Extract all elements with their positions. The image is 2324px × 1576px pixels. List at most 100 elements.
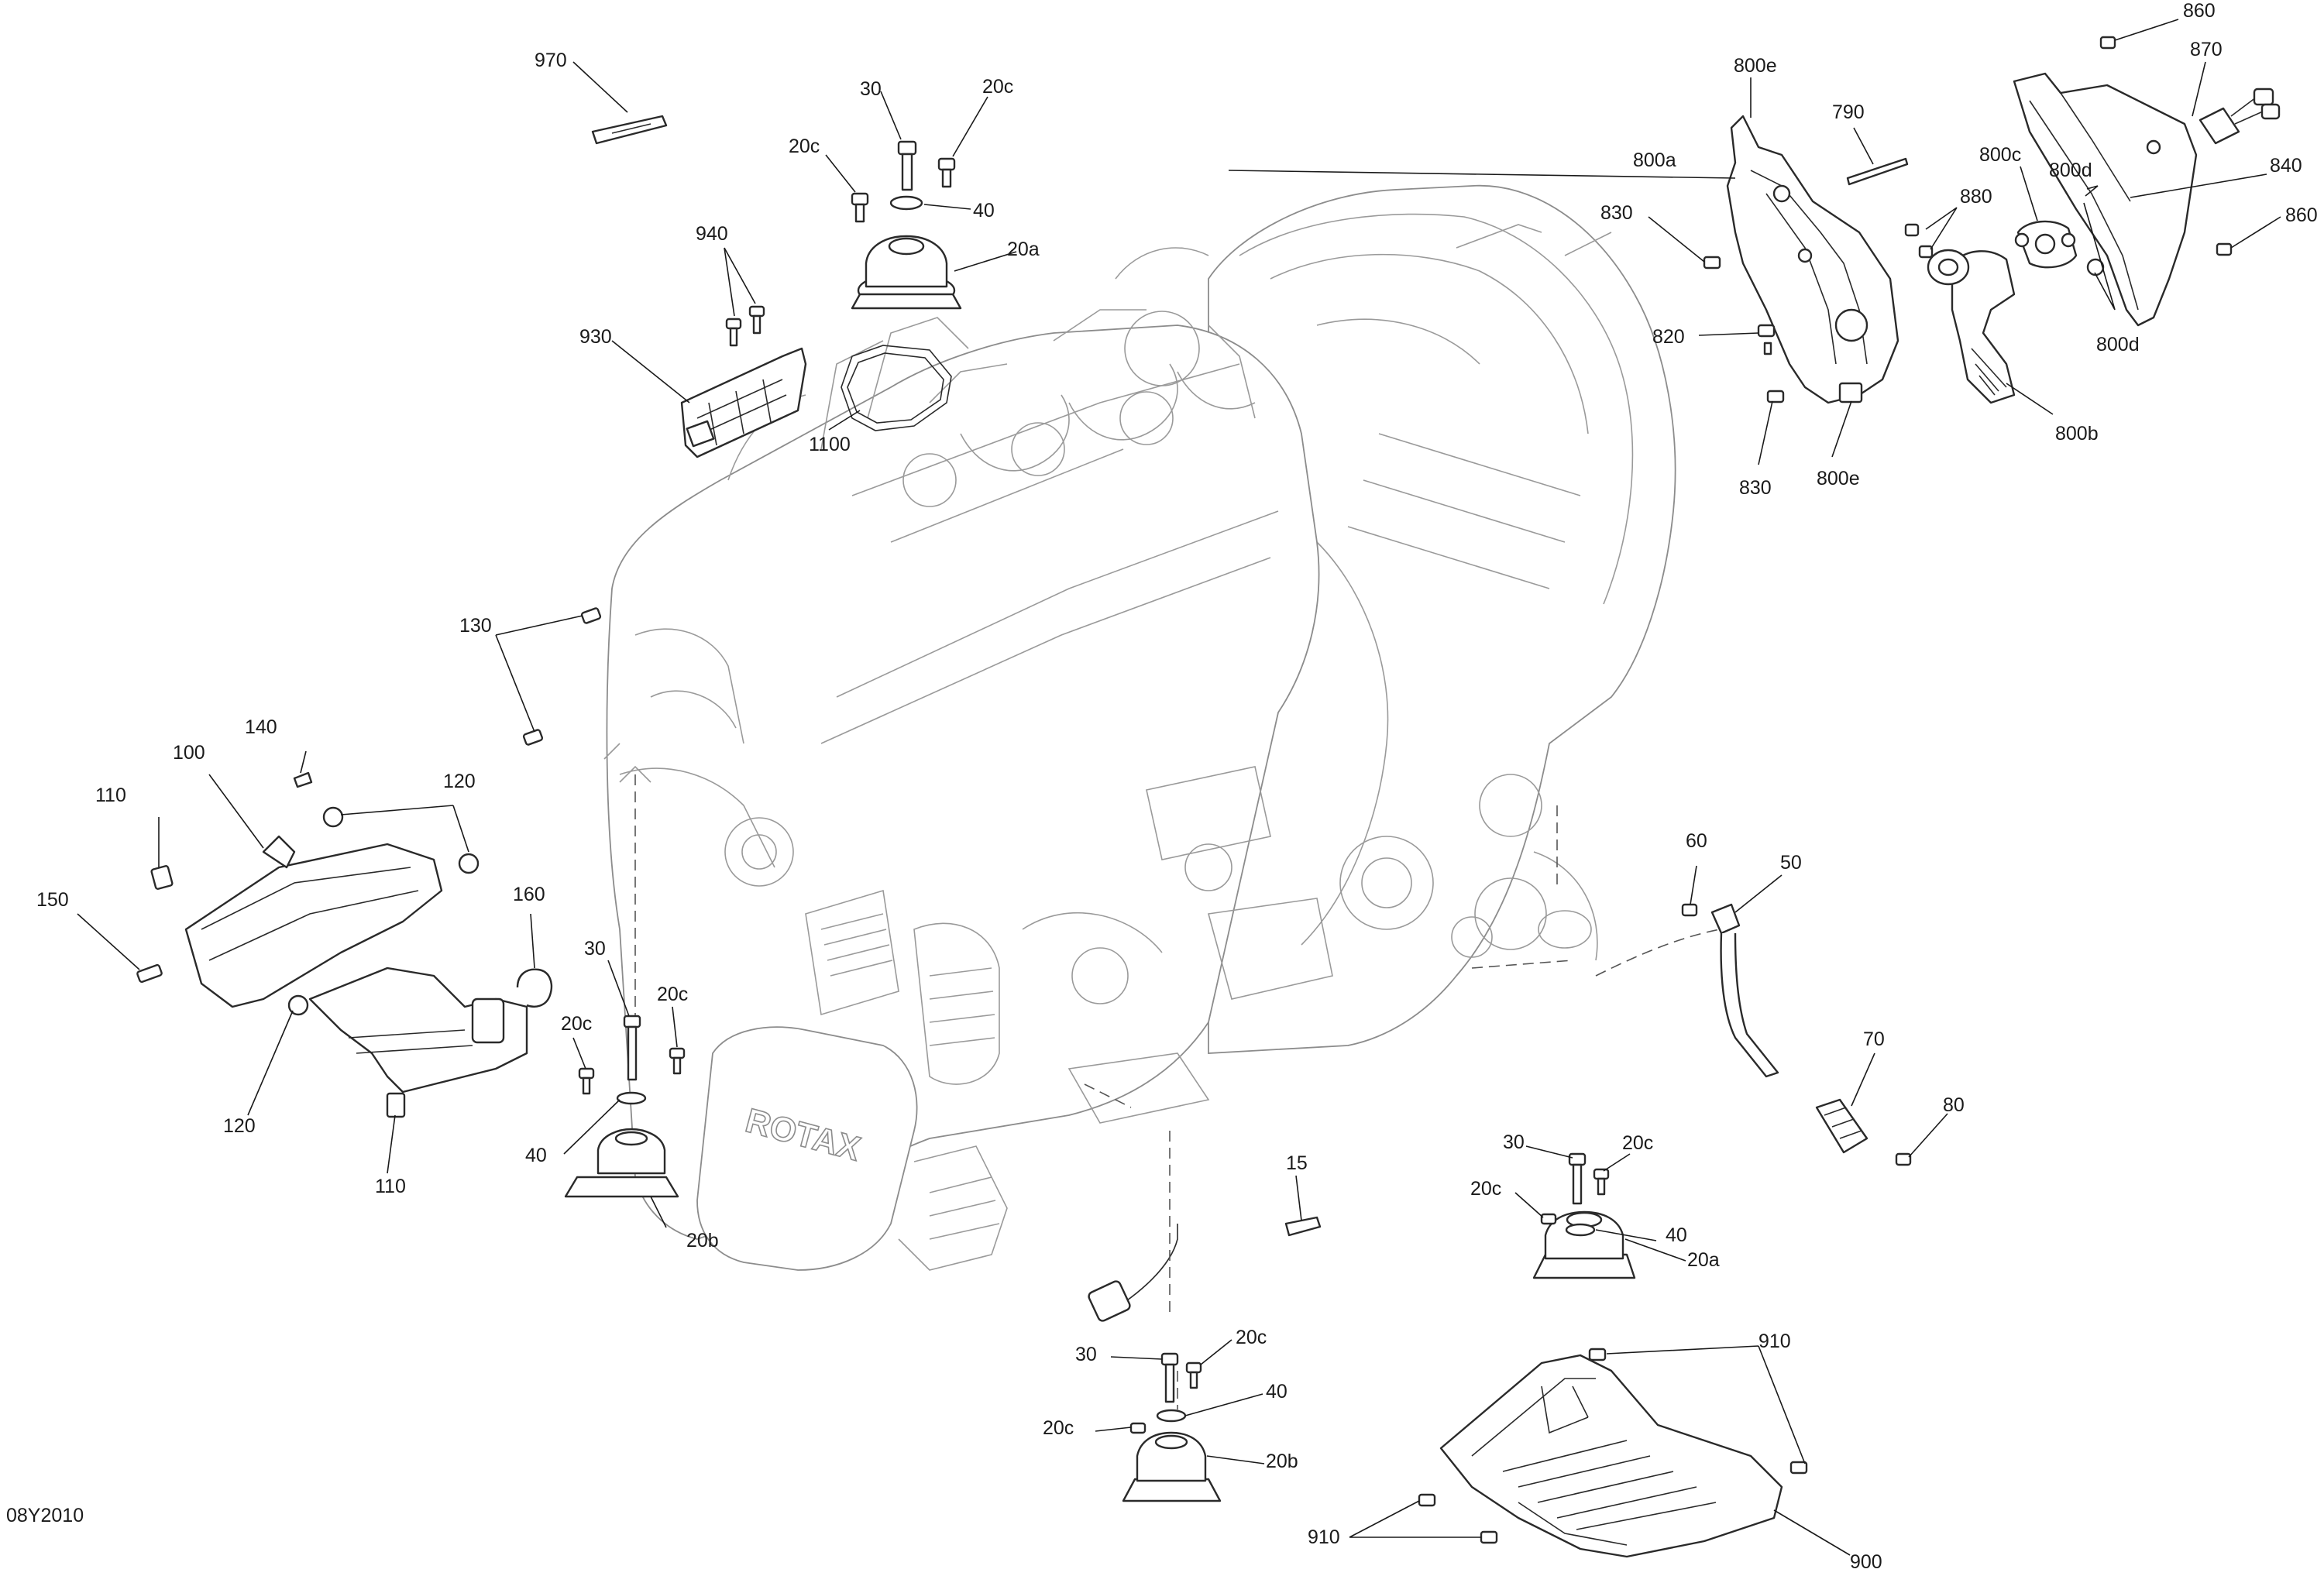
callout-860: 860	[2183, 0, 2216, 22]
bolts-940	[725, 305, 765, 347]
callout-140: 140	[245, 716, 277, 738]
callout-20c: 20c	[1622, 1132, 1653, 1154]
cover-840	[2013, 72, 2198, 327]
callout-20c: 20c	[1043, 1417, 1074, 1439]
bracket-800a	[1726, 115, 1899, 404]
callout-790: 790	[1832, 101, 1865, 123]
gasket-1100	[841, 345, 952, 431]
callout-840: 840	[2270, 155, 2302, 177]
callout-100: 100	[173, 742, 205, 764]
screws-860	[2099, 36, 2233, 256]
washer-40-top	[889, 195, 923, 211]
bolt-60	[1681, 903, 1698, 917]
callout-880: 880	[1960, 186, 1992, 208]
pivot-800c	[2014, 220, 2078, 269]
mount-20a-right	[1532, 1210, 1636, 1279]
part-15	[1284, 1216, 1322, 1237]
callout-20b: 20b	[1266, 1451, 1298, 1472]
mount-20b-left	[564, 1128, 679, 1198]
bolt-30-right	[1568, 1152, 1587, 1205]
mount-20b-bottom	[1122, 1431, 1222, 1502]
callout-800e: 800e	[1817, 468, 1860, 489]
callout-50: 50	[1780, 852, 1802, 874]
washer-40-bottom	[1156, 1409, 1187, 1423]
shift-lever-50	[1710, 903, 1779, 1078]
callout-20b: 20b	[686, 1230, 719, 1252]
callout-60: 60	[1686, 830, 1707, 852]
callout-80: 80	[1943, 1094, 1965, 1116]
callout-860: 860	[2285, 204, 2318, 226]
callout-900: 900	[1850, 1551, 1882, 1573]
callout-40: 40	[973, 200, 995, 221]
callout-1100: 1100	[809, 434, 851, 455]
callout-70: 70	[1863, 1028, 1885, 1050]
bolts-130	[522, 607, 602, 746]
callout-830: 830	[1739, 477, 1772, 499]
grommet-120	[287, 806, 480, 1016]
part-140	[293, 771, 313, 788]
callout-830: 830	[1600, 202, 1633, 224]
bolt-20c-left-b	[669, 1047, 686, 1075]
bracket-930	[680, 347, 807, 458]
bolt-20c-right-a	[1540, 1213, 1557, 1225]
mount-20a-top	[851, 235, 962, 310]
bolt-20c-left-a	[578, 1067, 595, 1095]
callout-970: 970	[535, 50, 567, 71]
callout-940: 940	[696, 223, 728, 245]
callout-870: 870	[2190, 39, 2223, 60]
bolt-20c-bottom-a	[1129, 1422, 1147, 1434]
callout-40: 40	[1666, 1224, 1687, 1246]
clamp-160	[516, 968, 553, 1008]
callout-20a: 20a	[1687, 1249, 1720, 1271]
bolt-30-left	[623, 1015, 641, 1081]
callout-labels: 970 30 20c 20c 40 20a 940 930 1100 800e …	[6, 0, 2318, 1573]
callout-20c: 20c	[561, 1013, 592, 1035]
callout-20c: 20c	[1470, 1178, 1501, 1200]
callout-20c: 20c	[982, 76, 1013, 98]
skid-plate-900	[1439, 1354, 1783, 1558]
callout-30: 30	[584, 938, 606, 960]
callout-120: 120	[443, 771, 476, 792]
rod-790	[1846, 157, 1909, 186]
callout-120: 120	[223, 1115, 256, 1137]
screws-830-820	[1703, 256, 1785, 403]
bolt-30-top	[897, 140, 917, 191]
callout-910: 910	[1308, 1526, 1340, 1548]
bolt-80	[1895, 1152, 1912, 1166]
clip-110-bottom	[386, 1092, 406, 1118]
callout-30: 30	[860, 78, 882, 100]
bolt-20c-right-b	[1593, 1168, 1610, 1196]
callout-30: 30	[1503, 1131, 1525, 1153]
clip-110-top	[150, 865, 174, 890]
figure-id: 08Y2010	[6, 1505, 84, 1526]
callout-40: 40	[1266, 1381, 1287, 1403]
callout-800d: 800d	[2049, 160, 2092, 181]
callout-15: 15	[1286, 1152, 1308, 1174]
callout-20c: 20c	[657, 984, 688, 1005]
washer-40-left	[616, 1091, 647, 1105]
washer-40-right	[1565, 1223, 1596, 1237]
callout-160: 160	[513, 884, 545, 905]
bolt-20c-top-left	[851, 192, 869, 223]
callout-30: 30	[1075, 1344, 1097, 1365]
callout-130: 130	[459, 615, 492, 637]
callout-40: 40	[525, 1145, 547, 1166]
callout-800b: 800b	[2055, 423, 2099, 445]
throttle-pedal-800b	[1927, 249, 2016, 404]
callout-930: 930	[579, 326, 612, 348]
callout-800a: 800a	[1633, 149, 1676, 171]
callout-910: 910	[1758, 1331, 1791, 1352]
bolts-910	[1418, 1348, 1808, 1544]
assembly-dash-lines	[634, 774, 1721, 1409]
bolt-30-bottom	[1160, 1352, 1179, 1403]
callout-820: 820	[1652, 326, 1685, 348]
callout-110: 110	[95, 785, 126, 806]
callout-150: 150	[36, 889, 69, 911]
pin-880	[1904, 223, 1934, 259]
knob-70	[1815, 1098, 1868, 1154]
part-150	[136, 963, 163, 984]
bolt-20c-bottom-b	[1185, 1361, 1202, 1389]
callout-800c: 800c	[1979, 144, 2021, 166]
callout-20a: 20a	[1007, 239, 1040, 260]
ecm-module-100	[184, 835, 528, 1094]
